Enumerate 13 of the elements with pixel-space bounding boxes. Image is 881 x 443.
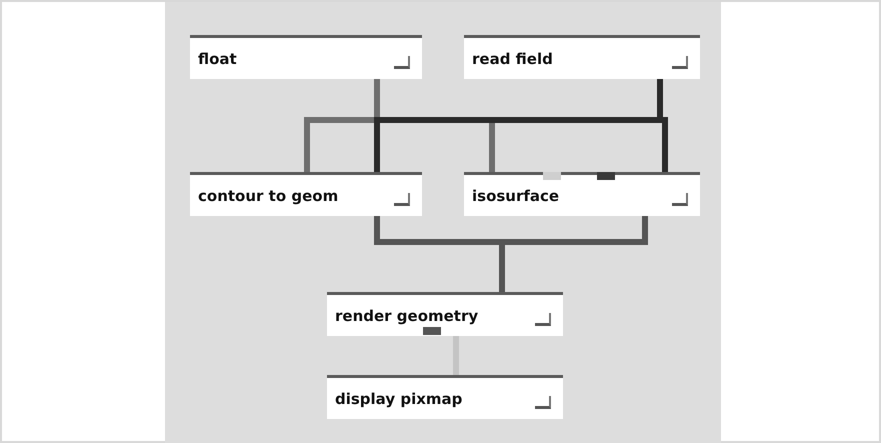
module-box (190, 172, 422, 216)
module-name: display pixmap (335, 390, 462, 408)
module-name: contour to geom (198, 186, 338, 204)
module-box (327, 375, 563, 419)
module-name: float (198, 50, 237, 68)
module-name: isosurface (472, 186, 560, 204)
module-box (464, 172, 700, 216)
module-box (464, 35, 700, 79)
module-box (327, 292, 563, 336)
module-box (190, 35, 422, 79)
module-name: read field (472, 50, 553, 68)
connection-line (453, 336, 459, 375)
module-name: render geometry (335, 306, 478, 324)
